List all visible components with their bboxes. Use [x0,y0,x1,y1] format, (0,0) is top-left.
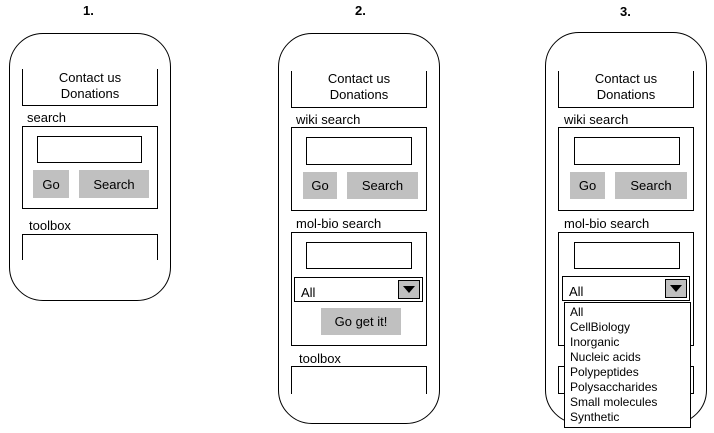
select-value: All [301,285,316,300]
nav-link-donations[interactable]: Donations [60,86,120,101]
nav-link-contact-us[interactable]: Contact us [58,70,122,85]
mockup-2-number: 2. [355,3,366,18]
dropdown-option[interactable]: All [570,305,584,319]
select-value: All [569,284,584,299]
mockup-2-nav-box: Contact us Donations [291,71,427,108]
mockup-3-go-button[interactable]: Go [570,172,605,199]
mockup-2-search-button[interactable]: Search [347,172,418,199]
mockup-3-wiki-search-label: wiki search [564,112,629,127]
mockup-1-search-button[interactable]: Search [79,170,149,198]
mockup-3-category-select[interactable]: All [562,276,690,301]
mockup-1-nav-box: Contact us Donations [22,69,158,106]
mockup-3-molbio-label: mol-bio search [564,216,650,231]
mockup-1-toolbox-box [22,234,158,260]
mockup-1-search-input[interactable] [37,136,142,163]
nav-link-donations[interactable]: Donations [596,87,656,102]
mockup-3-number: 3. [620,4,631,19]
mockup-3-search-button[interactable]: Search [615,172,687,199]
dropdown-option[interactable]: CellBiology [570,320,631,334]
chevron-down-icon[interactable] [665,279,687,298]
mockup-3-nav-box: Contact us Donations [558,71,694,108]
dropdown-option[interactable]: Inorganic [570,335,620,349]
nav-link-contact-us[interactable]: Contact us [327,71,391,86]
mockup-2-molbio-input[interactable] [306,242,412,269]
mockup-1-toolbox-label: toolbox [29,218,71,233]
dropdown-option[interactable]: Nucleic acids [570,350,641,364]
dropdown-option[interactable]: Polysaccharides [570,380,658,394]
mockup-2-go-button[interactable]: Go [303,172,337,199]
mockup-3-molbio-input[interactable] [574,242,680,269]
mockup-2-molbio-label: mol-bio search [296,216,382,231]
mockup-2-search-input[interactable] [306,137,412,165]
mockup-3-search-input[interactable] [574,137,680,165]
mockup-2-toolbox-box [291,366,427,394]
dropdown-option[interactable]: Polypeptides [570,365,639,379]
mockup-1-search-label: search [27,110,67,125]
mockup-2-toolbox-label: toolbox [299,351,341,366]
dropdown-option[interactable]: Synthetic [570,410,620,424]
mockup-3-category-dropdown: All CellBiology Inorganic Nucleic acids … [564,302,691,428]
mockup-2-wiki-search-label: wiki search [296,112,361,127]
mockup-2-go-get-it-button[interactable]: Go get it! [321,308,401,335]
nav-link-donations[interactable]: Donations [329,87,389,102]
mockup-2-category-select[interactable]: All [294,277,423,302]
dropdown-option[interactable]: Small molecules [570,395,658,409]
mockup-1-number: 1. [83,3,94,18]
mockup-1-go-button[interactable]: Go [33,170,69,198]
chevron-down-icon[interactable] [398,280,420,299]
nav-link-contact-us[interactable]: Contact us [594,71,658,86]
